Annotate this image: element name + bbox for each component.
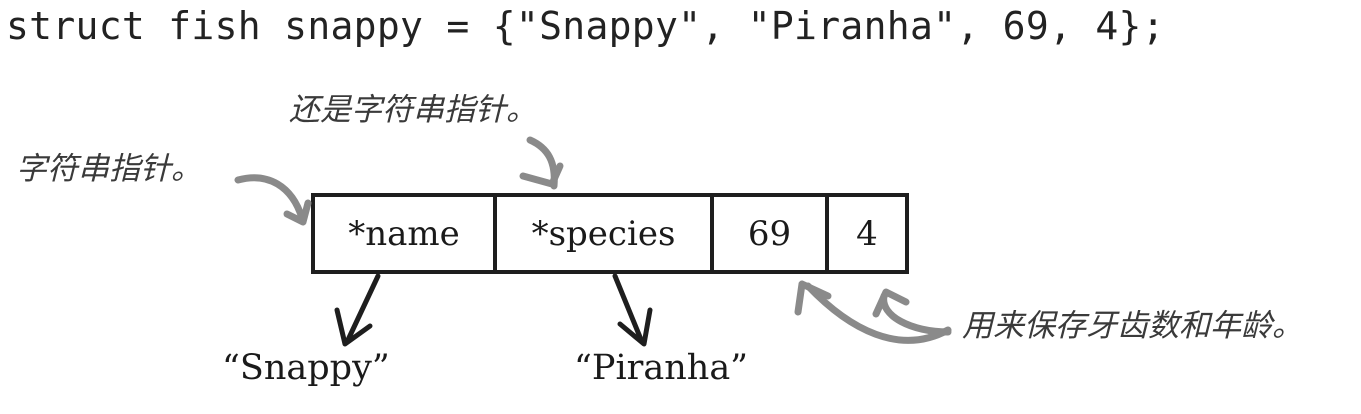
pointer-arrow-name: [344, 273, 381, 345]
annotation-also-string-pointer: 还是字符串指针。: [289, 92, 537, 128]
arrow-to-teeth-head: [794, 280, 832, 316]
field-teeth: 69: [714, 197, 829, 270]
arrow-to-teeth-field: [804, 282, 952, 344]
field-age: 4: [856, 213, 878, 254]
arrow-to-species-head: [519, 162, 564, 188]
target-piranha: “Piranha”: [574, 348, 749, 388]
pointer-arrow-species-head: [617, 307, 653, 347]
arrow-to-age-head: [872, 288, 910, 318]
struct-diagram: *name *species 69 4: [311, 193, 909, 274]
field-name: *name: [315, 197, 497, 270]
annotation-string-pointer: 字符串指针。: [16, 151, 202, 187]
target-snappy: “Snappy”: [222, 348, 390, 388]
field-species: *species: [497, 197, 714, 270]
annotation-teeth-and-age: 用来保存牙齿数和年龄。: [962, 308, 1303, 344]
pointer-arrow-species: [612, 273, 645, 345]
arrow-to-age-field: [880, 292, 952, 336]
code-line: struct fish snappy = {"Snappy", "Piranha…: [6, 4, 1165, 48]
arrow-to-name-head: [283, 199, 312, 226]
pointer-arrow-name-head: [334, 307, 373, 347]
arrow-to-name-field: [234, 174, 306, 222]
